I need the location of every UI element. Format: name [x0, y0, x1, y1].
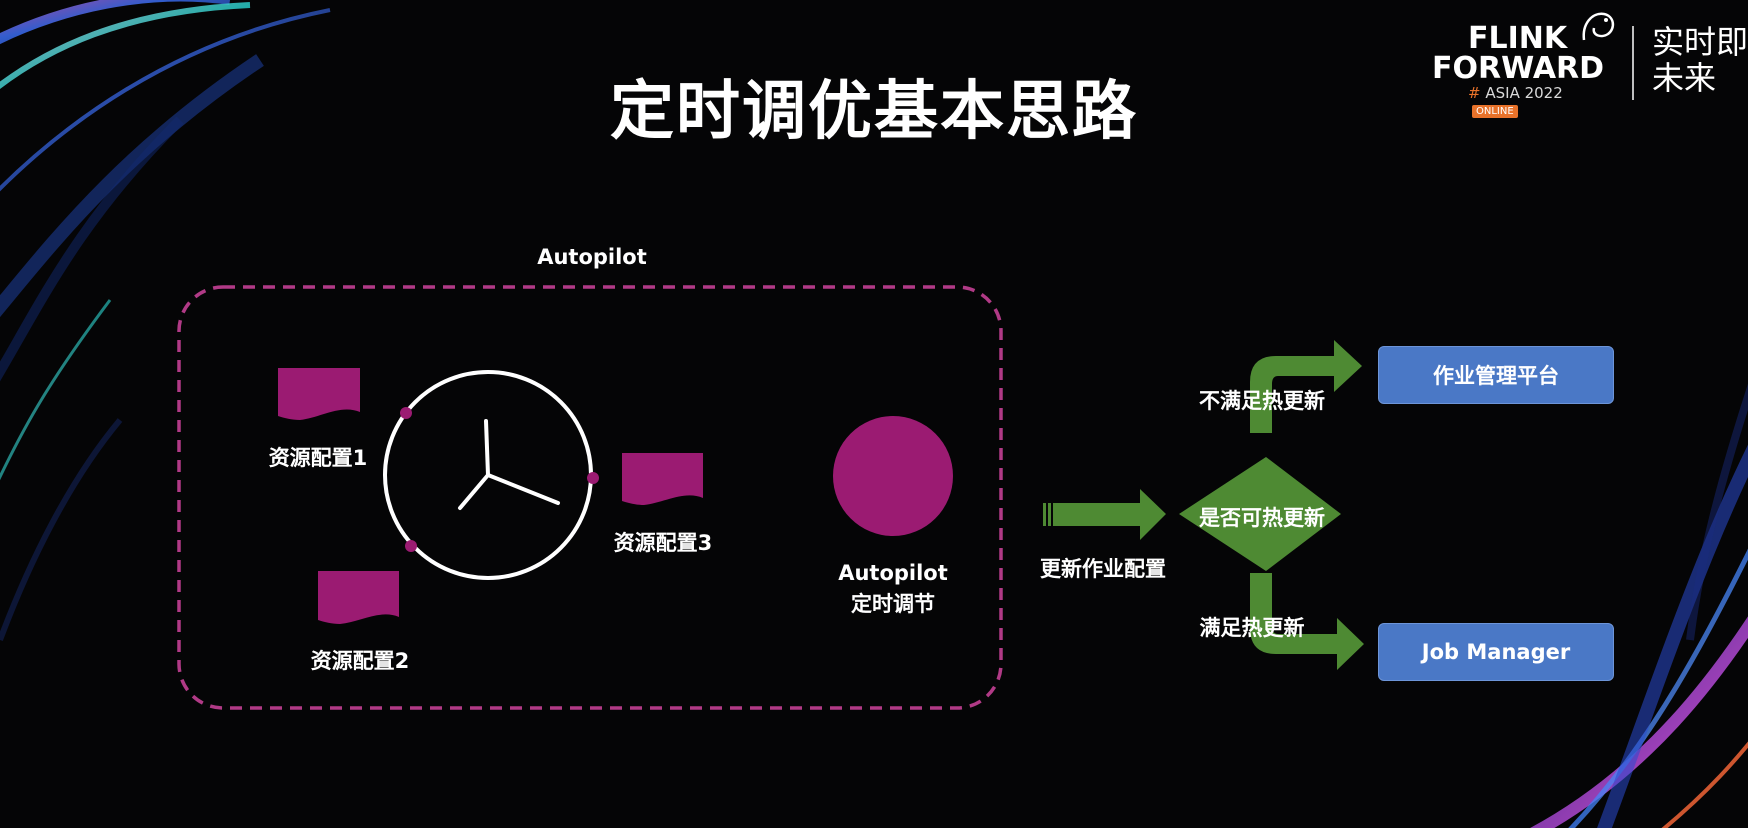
logo-slogan-line2: 未来 [1652, 59, 1717, 97]
arrow-tail-stripe [1048, 503, 1051, 526]
update-config-label: 更新作业配置 [1040, 557, 1166, 581]
decision-diamond [1179, 457, 1341, 571]
job-management-platform-box: 作业管理平台 [1378, 346, 1614, 404]
squirrel-icon [1582, 12, 1615, 41]
arrow-tail-stripe [1043, 503, 1046, 526]
logo-slogan-line1: 实时即 [1652, 23, 1748, 61]
config1-label: 资源配置1 [268, 446, 368, 470]
update-config-arrow [1053, 489, 1166, 540]
logo-online-badge: ONLINE [1472, 105, 1518, 118]
autopilot-circle [833, 416, 953, 536]
logo-line-forward: FORWARD [1432, 51, 1605, 86]
logo-divider [1632, 26, 1634, 100]
clock-marker-config3 [587, 472, 599, 484]
clock-hand-left [458, 473, 490, 510]
logo-asia-line: # ASIA 2022 ONLINE [1432, 84, 1612, 120]
slide-title: 定时调优基本思路 [610, 75, 1138, 149]
clock-hand-right [486, 473, 560, 505]
config2-label: 资源配置2 [310, 649, 410, 673]
document-icon-config2 [318, 571, 399, 624]
hot-update-label: 满足热更新 [1199, 616, 1305, 640]
clock-marker-config2 [405, 540, 417, 552]
logo-slogan: 实时即 未来 [1652, 24, 1748, 96]
flink-forward-logo: FLINK FORWARD # ASIA 2022 ONLINE [1432, 24, 1612, 120]
autopilot-circle-label-line1: Autopilot [838, 561, 948, 585]
config3-label: 资源配置3 [613, 531, 713, 555]
clock-hand-up [484, 419, 490, 477]
clock-marker-config1 [400, 407, 412, 419]
document-icon-config1 [278, 368, 360, 420]
not-hot-update-label: 不满足热更新 [1199, 389, 1325, 413]
not-hot-update-arrow [1250, 340, 1362, 433]
autopilot-circle-label-line2: 定时调节 [851, 592, 935, 616]
logo-line-flink: FLINK [1468, 21, 1568, 56]
job-manager-box: Job Manager [1378, 623, 1614, 681]
autopilot-group-border [177, 285, 1003, 710]
autopilot-group-label: Autopilot [537, 245, 647, 269]
logo-asia: ASIA 2022 [1485, 84, 1563, 102]
logo-hash: # [1468, 84, 1481, 102]
decision-label: 是否可热更新 [1199, 506, 1325, 530]
document-icon-config3 [622, 453, 703, 505]
hot-update-arrow [1250, 573, 1364, 670]
